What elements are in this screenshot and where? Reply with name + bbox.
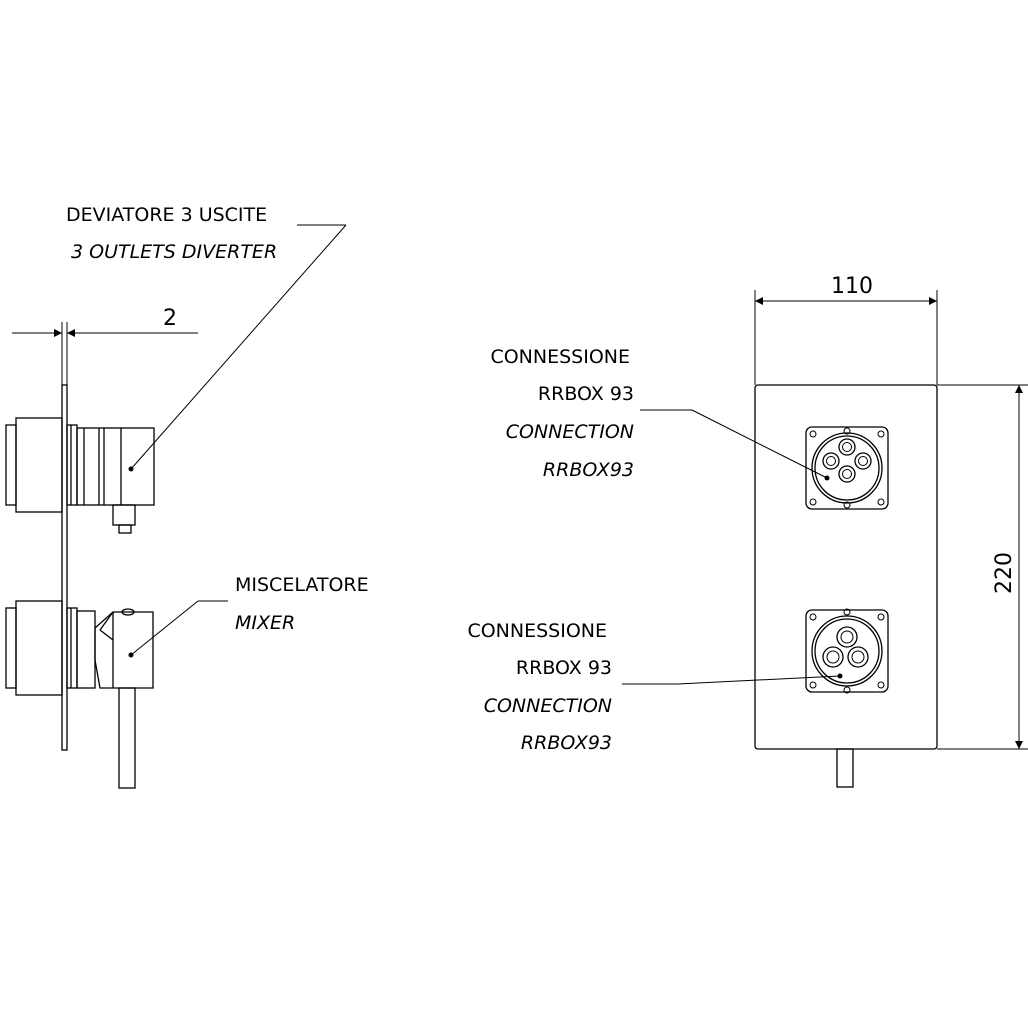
conn-bottom-line2: RRBOX 93 <box>516 657 612 679</box>
dim-width-value: 110 <box>831 274 873 299</box>
connection-bottom <box>805 608 889 694</box>
diverter-label-en: 3 OUTLETS DIVERTER <box>71 241 277 263</box>
conn-bottom-line3: CONNECTION <box>484 695 612 717</box>
conn-top-line3: CONNECTION <box>506 421 634 443</box>
mixer-label-it: MISCELATORE <box>235 574 369 596</box>
dim-height: 220 <box>937 384 1028 750</box>
front-view: CONNESSIONE RRBOX 93 CONNECTION RRBOX93 … <box>467 274 1028 788</box>
conn-bottom-line4: RRBOX93 <box>521 732 612 754</box>
mixer-side <box>5 600 154 789</box>
connection-top <box>805 426 889 510</box>
wall-plate-side <box>61 384 68 751</box>
dim-thickness-value: 2 <box>163 306 177 331</box>
dim-width: 110 <box>754 274 938 385</box>
mixer-label-en: MIXER <box>235 612 295 634</box>
conn-top-line4: RRBOX93 <box>543 459 634 481</box>
conn-top-line2: RRBOX 93 <box>538 383 634 405</box>
mixer-rod-front <box>836 748 854 788</box>
dim-thickness: 2 <box>12 306 198 385</box>
side-view: 2 DEVIATORE 3 USCITE 3 OUTLETS DIVERTER … <box>5 204 369 789</box>
diverter-side <box>5 417 155 534</box>
conn-top-line1: CONNESSIONE <box>490 346 630 368</box>
conn-bottom-line1: CONNESSIONE <box>467 620 607 642</box>
dim-height-value: 220 <box>992 552 1017 594</box>
diverter-label-it: DEVIATORE 3 USCITE <box>66 204 267 226</box>
